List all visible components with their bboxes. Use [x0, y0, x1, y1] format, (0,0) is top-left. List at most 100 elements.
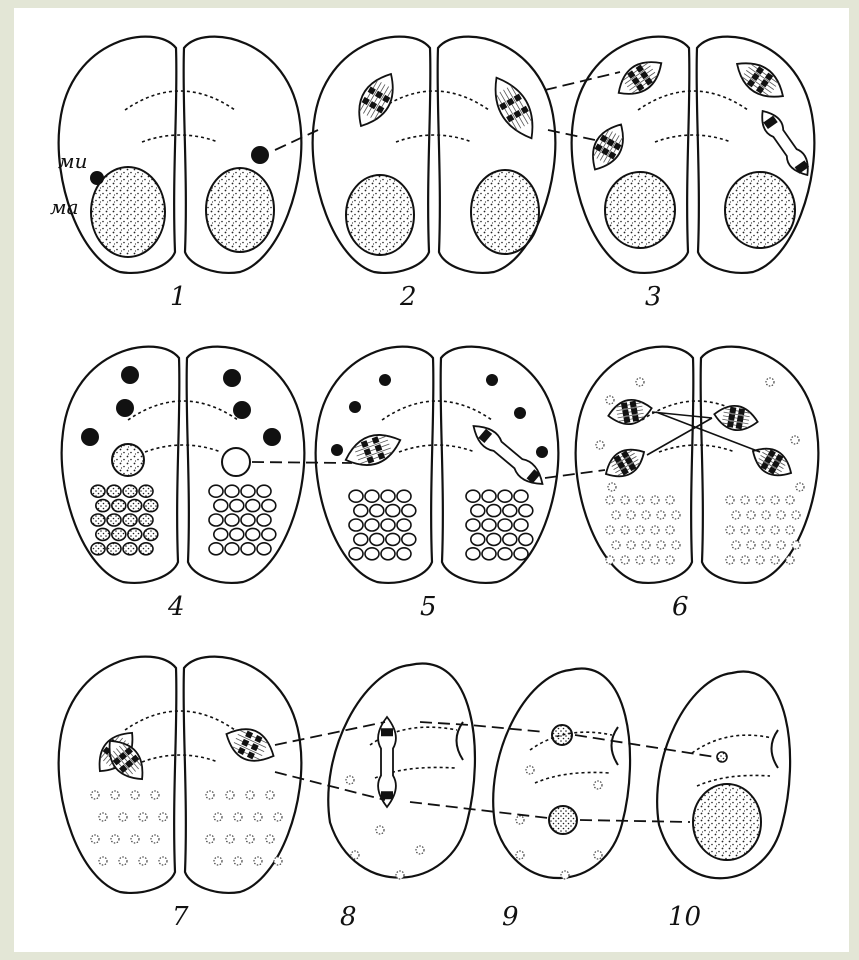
stage-10-micronucleus	[717, 752, 727, 762]
stage-7-right-speck	[214, 857, 222, 865]
stage-6-left-fragment	[642, 511, 650, 519]
stage-2-groove-lower	[396, 135, 472, 142]
stage-label-8: 8	[340, 902, 357, 932]
stage-9-speck	[594, 781, 602, 789]
stage-6-left-spindle-a-chromosome	[630, 401, 637, 408]
label-mi: ми	[58, 149, 87, 173]
stage-5-right-fragment	[514, 548, 528, 560]
stage-label-5: 5	[420, 592, 437, 622]
stage-3-right-dumbbell	[755, 106, 814, 180]
stage-4-right-fragment	[214, 500, 228, 512]
stage-7-right-spindle	[220, 720, 280, 769]
stage-4-left-fragment	[139, 514, 153, 526]
stage-5-right-fragment	[514, 490, 528, 502]
stage-7-right-speck	[266, 835, 274, 843]
stage-6-right-fragment	[756, 526, 764, 534]
stage-5-left-fragment	[349, 490, 363, 502]
stage-6-left-fragment	[636, 526, 644, 534]
stage-8-dumbbell	[378, 717, 396, 807]
stage-6-right-fragment	[726, 496, 734, 504]
stage-9-speck	[516, 816, 524, 824]
stage-6-right-fragment	[786, 556, 794, 564]
stage-6-right-fragment	[741, 496, 749, 504]
stage-7-right-speck	[246, 791, 254, 799]
stage-6-right-fragment	[732, 511, 740, 519]
stage-4-left-fragment	[139, 485, 153, 497]
stage-5-right-micronucleus-c	[536, 446, 548, 458]
stage-6-right-fragment	[792, 511, 800, 519]
stage-6-left-fragment	[627, 541, 635, 549]
stage-4-right-fragment	[257, 514, 271, 526]
stage-3-right-spindle-a	[730, 53, 791, 106]
stage-7-left-speck	[151, 791, 159, 799]
stage-4-left-fragment	[123, 543, 137, 555]
stage-4-left-micronucleus-c	[81, 428, 99, 446]
stage-5-right-fragment	[482, 548, 496, 560]
stage-7-groove-lower	[142, 755, 218, 762]
stage-5-left-fragment	[365, 490, 379, 502]
link-7-8a	[275, 722, 385, 745]
stage-4-right-fragment	[262, 500, 276, 512]
stage-6-right-spindle-a-chromosome	[738, 408, 745, 415]
stage-7-right-speck	[266, 791, 274, 799]
stage-7-left-speck	[119, 857, 127, 865]
stage-6-right-fragment	[777, 511, 785, 519]
stage-3-left-spindle-b	[584, 118, 633, 176]
stage-5-right-fragment	[498, 490, 512, 502]
stage-9-speck	[594, 851, 602, 859]
stage-6-left-spindle-a-chromosome	[621, 402, 628, 409]
stage-4-left-fragment	[96, 528, 110, 540]
stage-6-right-spindle-a-chromosome	[727, 421, 734, 428]
stage-4-right-fragment	[246, 528, 260, 540]
stage-6-left-fragment	[651, 526, 659, 534]
stage-7-left-speck	[139, 857, 147, 865]
stage-4-right-fragment	[225, 514, 239, 526]
stage-5-left-fragment	[386, 505, 400, 517]
link-8-9b	[410, 802, 548, 818]
stage-6-speck	[766, 378, 774, 386]
stage-2-left-macronucleus	[346, 175, 414, 255]
stage-5-left-fragment	[349, 519, 363, 531]
stage-6-left-spindle-a-chromosome	[622, 409, 629, 416]
stage-label-4: 4	[167, 592, 185, 622]
stage-4-right-fragment	[230, 528, 244, 540]
stage-3-right-macronucleus	[725, 172, 795, 248]
stage-6-left-fragment	[642, 541, 650, 549]
stage-7-right-speck	[214, 813, 222, 821]
stage-7-left-speck	[99, 857, 107, 865]
stage-6-left-fragment	[636, 556, 644, 564]
stage-6-right-fragment	[771, 556, 779, 564]
stage-7-right-speck	[226, 791, 234, 799]
stage-8-speck	[416, 846, 424, 854]
stage-label-2: 2	[399, 282, 417, 312]
stage-7-left-speck	[131, 835, 139, 843]
stage-6-right-spindle-a-chromosome	[728, 414, 735, 421]
stage-4-right-fragment	[257, 543, 271, 555]
stage-7-left-speck	[91, 835, 99, 843]
link-5-6	[545, 470, 605, 478]
stage-7-left-speck	[139, 813, 147, 821]
stage-9-speck	[526, 766, 534, 774]
stage-7-right-speck	[274, 813, 282, 821]
stage-5-left-fragment	[386, 533, 400, 545]
stage-5-left-fragment	[370, 505, 384, 517]
stage-10-mouth	[772, 730, 779, 768]
stage-5-left-micronucleus-c	[331, 444, 343, 456]
stage-6-speck	[608, 483, 616, 491]
stage-4-left-fragment	[123, 514, 137, 526]
stage-4-left-fragment	[128, 528, 142, 540]
stage-6-right-fragment	[771, 496, 779, 504]
stage-4-left-fragment	[144, 500, 158, 512]
stage-5-right-fragment	[471, 505, 485, 517]
stage-5-right-fragment	[482, 490, 496, 502]
stage-5-left-micronucleus-b	[349, 401, 361, 413]
stage-6-right-spindle-a-chromosome	[737, 415, 744, 422]
link-4-5	[252, 462, 352, 463]
stage-5-right-fragment	[498, 548, 512, 560]
stage-7-left-speck	[119, 813, 127, 821]
stage-9-macronucleus-anlage	[549, 806, 577, 834]
stage-label-6: 6	[672, 592, 689, 622]
stage-7-right-speck	[206, 791, 214, 799]
stage-9-speck	[516, 851, 524, 859]
